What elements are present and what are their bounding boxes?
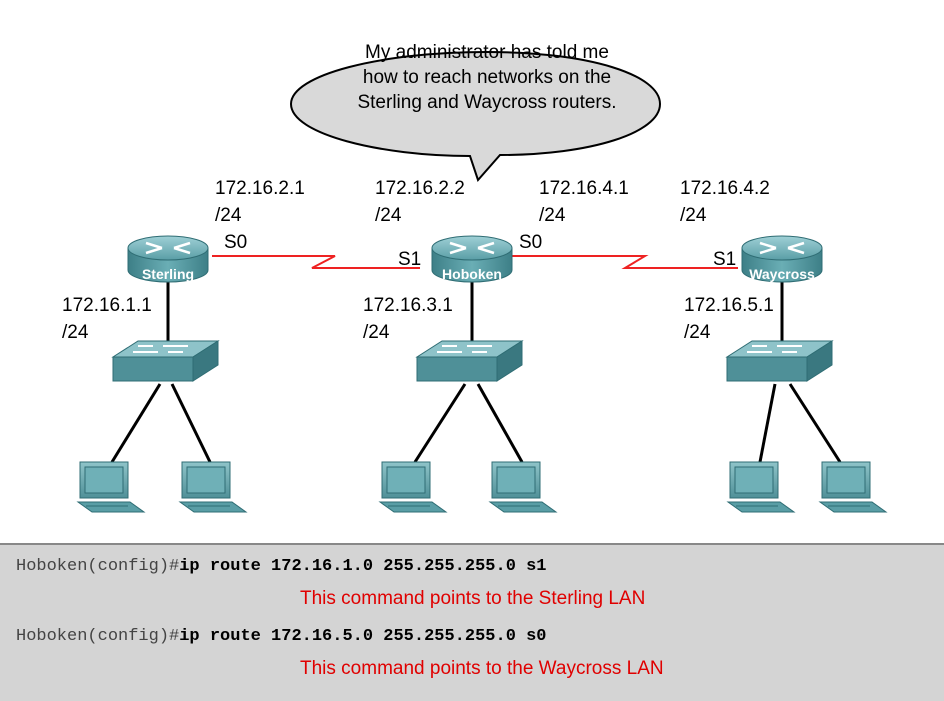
switch-icon-waycross xyxy=(726,340,833,382)
waycross-lan-ip: 172.16.5.1 xyxy=(684,295,774,316)
sterling-iface-label: S0 xyxy=(224,232,248,253)
cli-command-line: Hoboken(config)#ip route 172.16.5.0 255.… xyxy=(16,627,547,646)
pc-icon xyxy=(727,461,795,513)
hoboken-iface-left-label: S1 xyxy=(398,249,422,270)
cli-panel: Hoboken(config)#ip route 172.16.1.0 255.… xyxy=(0,543,944,701)
waycross-lan-mask: /24 xyxy=(684,322,711,343)
sterling-wan-mask: /24 xyxy=(215,205,242,226)
speech-bubble xyxy=(289,50,662,182)
router-name-hoboken: Hoboken xyxy=(442,266,502,282)
bubble-line: My administrator has told me xyxy=(365,42,609,63)
hoboken-iface-right-label: S0 xyxy=(519,232,543,253)
sterling-lan-mask: /24 xyxy=(62,322,89,343)
pc-icon xyxy=(379,461,447,513)
hoboken-wan-right-ip: 172.16.4.1 xyxy=(539,178,629,199)
speech-bubble-text: My administrator has told me how to reac… xyxy=(322,40,652,115)
cli-command: ip route 172.16.1.0 255.255.255.0 s1 xyxy=(179,557,547,576)
hoboken-wan-left-ip: 172.16.2.2 xyxy=(375,178,465,199)
waycross-iface-label: S1 xyxy=(713,249,737,270)
serial-link-sterling-hoboken xyxy=(212,255,420,269)
cli-prompt: Hoboken(config)# xyxy=(16,627,180,646)
cli-command-line: Hoboken(config)#ip route 172.16.1.0 255.… xyxy=(16,557,547,576)
router-name-waycross: Waycross xyxy=(749,266,815,282)
bubble-line: how to reach networks on the xyxy=(362,67,612,88)
hoboken-lan-ip: 172.16.3.1 xyxy=(363,295,453,316)
network-diagram xyxy=(77,50,887,513)
cli-command: ip route 172.16.5.0 255.255.255.0 s0 xyxy=(179,627,547,646)
pc-links xyxy=(110,383,842,463)
sterling-wan-ip: 172.16.2.1 xyxy=(215,178,305,199)
router-name-sterling: Sterling xyxy=(141,266,195,282)
sterling-lan-ip: 172.16.1.1 xyxy=(62,295,152,316)
hoboken-wan-right-mask: /24 xyxy=(539,205,566,226)
waycross-wan-ip: 172.16.4.2 xyxy=(680,178,770,199)
cli-note: This command points to the Waycross LAN xyxy=(300,658,664,679)
hoboken-wan-left-mask: /24 xyxy=(375,205,402,226)
cli-prompt: Hoboken(config)# xyxy=(16,557,180,576)
cli-note: This command points to the Sterling LAN xyxy=(300,588,646,609)
switch-icon-sterling xyxy=(112,340,219,382)
pc-icon xyxy=(819,461,887,513)
bubble-line: Sterling and Waycross routers. xyxy=(357,92,617,113)
pc-icon xyxy=(179,461,247,513)
waycross-wan-mask: /24 xyxy=(680,205,707,226)
switch-icon-hoboken xyxy=(416,340,523,382)
hoboken-lan-mask: /24 xyxy=(363,322,390,343)
serial-link-hoboken-waycross xyxy=(510,255,738,269)
lan-links xyxy=(166,280,784,348)
pc-icon xyxy=(77,461,145,513)
pc-icon xyxy=(489,461,557,513)
